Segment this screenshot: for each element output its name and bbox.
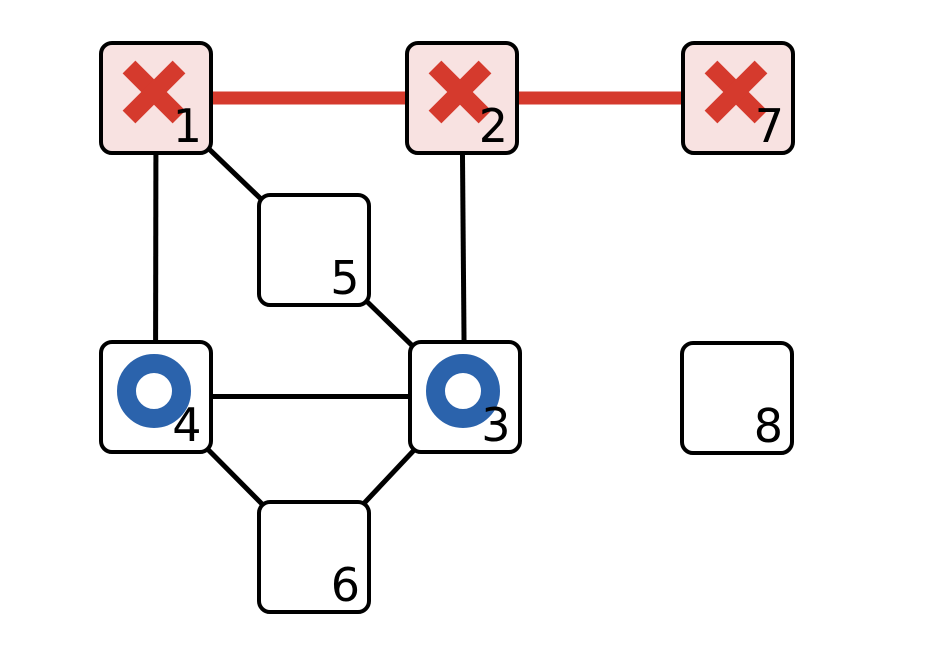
node-6: 6	[257, 499, 371, 614]
node-4-label: 4	[172, 397, 202, 452]
node-8: 8	[680, 340, 794, 455]
node-1-label: 1	[172, 99, 202, 153]
x-mark-icon	[428, 60, 492, 124]
x-mark-icon	[122, 60, 186, 124]
node-3: 3	[407, 339, 522, 454]
node-4: 4	[98, 339, 213, 454]
node-5: 5	[256, 192, 371, 307]
node-1: 1	[99, 41, 213, 155]
x-mark-icon	[704, 60, 768, 124]
node-3-label: 3	[481, 397, 511, 452]
node-7-label: 7	[754, 99, 784, 153]
o-mark-icon	[116, 353, 191, 428]
node-2: 2	[405, 41, 519, 155]
node-8-label: 8	[753, 398, 783, 453]
node-6-label: 6	[330, 557, 360, 612]
node-7: 7	[681, 41, 795, 155]
node-5-label: 5	[330, 250, 360, 305]
node-2-label: 2	[478, 99, 508, 153]
o-mark-icon	[425, 353, 500, 428]
